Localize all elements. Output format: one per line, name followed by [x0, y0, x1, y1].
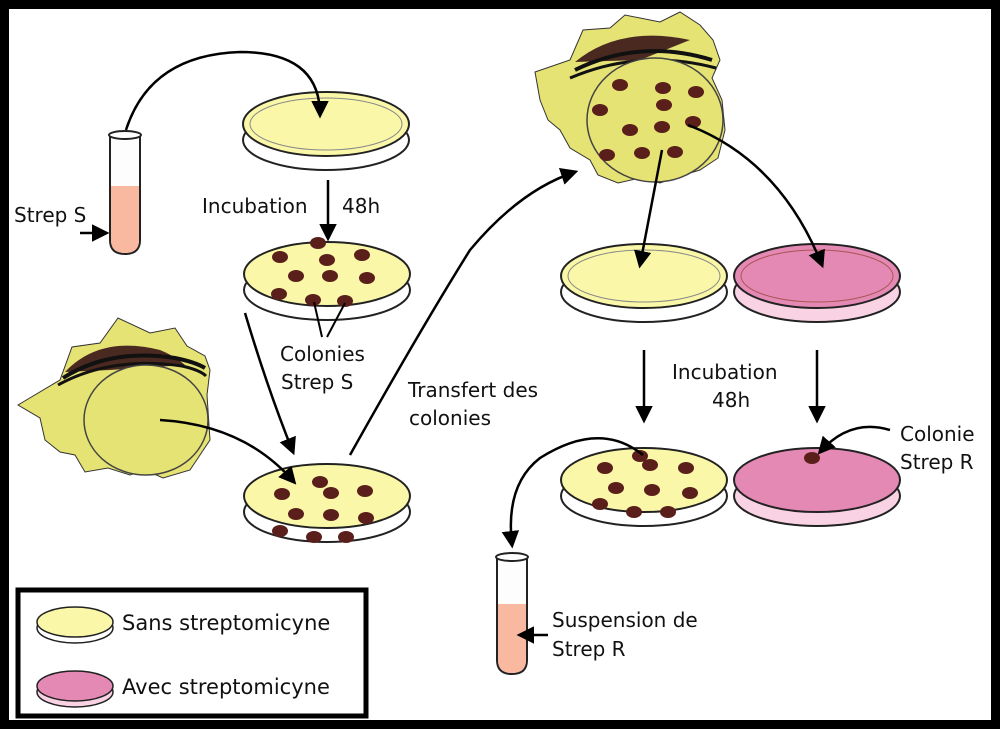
pointer-colony-a — [313, 301, 323, 338]
arrow-velvet-to-master — [159, 418, 297, 485]
petri-dish-incubated-strep — [733, 447, 901, 527]
label-incubation-2-time: 48h — [712, 388, 750, 412]
label-colonie-strep-r: Strep R — [900, 450, 974, 474]
arrow-velvet-to-plain — [634, 149, 664, 269]
velvet-stamp-right — [534, 11, 726, 184]
pointer-lines — [313, 301, 346, 338]
label-colonie: Colonie — [900, 422, 975, 446]
legend: Sans streptomicyne Avec streptomicyne — [15, 587, 369, 719]
label-strep-s: Strep S — [14, 203, 86, 227]
petri-dish-incubated-plain — [560, 447, 728, 527]
label-incubation-2: Incubation — [672, 360, 778, 384]
petri-dish-replica-strep — [733, 243, 901, 323]
legend-label-plain: Sans streptomicyne — [122, 611, 330, 635]
legend-swatch-strep — [36, 670, 114, 702]
label-transfert-colonies: colonies — [409, 406, 491, 430]
label-incubation-1-time: 48h — [342, 194, 380, 218]
legend-item-strep: Avec streptomicyne — [36, 670, 330, 708]
legend-item-plain: Sans streptomicyne — [36, 606, 330, 644]
petri-dish-initial — [242, 91, 410, 171]
legend-swatch-plain — [36, 606, 114, 638]
arrow-transfer — [348, 168, 579, 456]
arrow-velvet-to-strep — [687, 123, 825, 269]
velvet-stamp-left — [17, 317, 211, 479]
label-colonies: Colonies — [280, 342, 365, 366]
arrow-colonie-r — [817, 425, 891, 455]
arrows — [80, 50, 891, 644]
petri-dish-master — [243, 463, 411, 543]
label-colonies-strep-s: Strep S — [281, 370, 353, 394]
pointer-colony-b — [326, 302, 346, 338]
label-suspension-strep-r: Strep R — [552, 637, 626, 661]
label-transfert: Transfert des — [407, 378, 538, 402]
label-incubation-1: Incubation — [202, 194, 308, 218]
petri-dish-replica-plain — [560, 243, 728, 323]
test-tube-strep-r — [495, 552, 529, 676]
arrow-dish-to-master — [243, 312, 296, 456]
arrow-tube-to-dish — [124, 50, 329, 131]
legend-label-strep: Avec streptomicyne — [122, 675, 330, 699]
label-suspension: Suspension de — [552, 608, 698, 632]
arrow-pick-colony — [501, 437, 644, 549]
petri-dish-colonies-s — [243, 237, 411, 321]
test-tube-strep-s — [108, 130, 142, 256]
